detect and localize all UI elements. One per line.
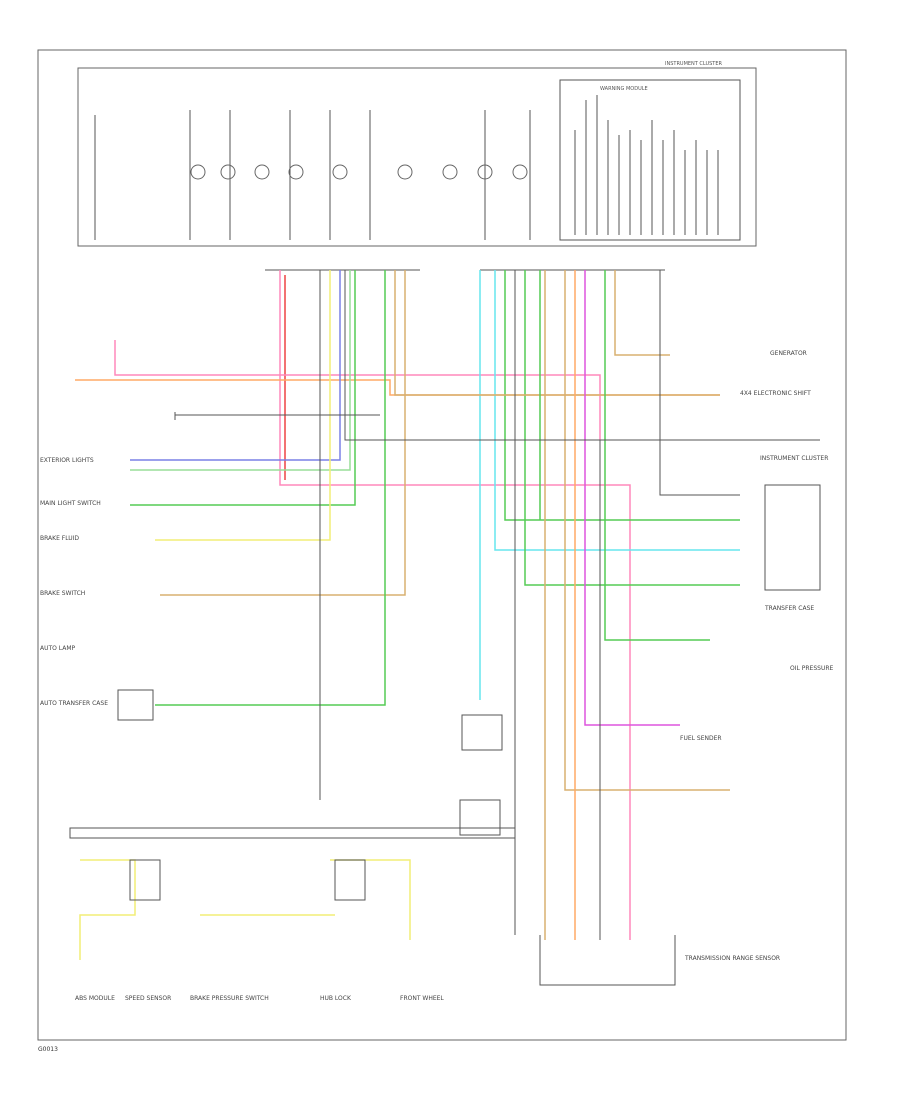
right-label-4: TRANSFER CASE <box>764 605 814 612</box>
left-label-3: BRAKE FLUID <box>40 535 79 542</box>
bottom-labels: ABS MODULE SPEED SENSOR BRAKE PRESSURE S… <box>75 995 444 1002</box>
right-labels: GENERATOR 4X4 ELECTRONIC SHIFT INSTRUMEN… <box>680 350 833 962</box>
abs-relay <box>117 689 154 721</box>
diagram-border <box>37 49 847 1041</box>
right-label-7: TRANSMISSION RANGE SENSOR <box>684 955 780 962</box>
colored-wires <box>75 270 740 960</box>
diagram-code: G0013 <box>38 1046 58 1053</box>
right-label-6: FUEL SENDER <box>680 735 722 742</box>
instrument-cluster: INSTRUMENT CLUSTER WARNING MODULE <box>77 61 757 247</box>
right-label-2: 4X4 ELECTRONIC SHIFT <box>740 390 811 397</box>
left-label-6: AUTO TRANSFER CASE <box>40 700 108 707</box>
bottom-label-4: HUB LOCK <box>320 995 352 1002</box>
right-label-5: OIL PRESSURE <box>790 665 833 672</box>
warning-module-box <box>559 79 741 241</box>
bottom-label-2: SPEED SENSOR <box>125 995 171 1002</box>
speed-sensor-box <box>461 714 503 751</box>
left-label-4: BRAKE SWITCH <box>40 590 85 597</box>
lock-box <box>129 859 161 901</box>
abs-module-box <box>69 827 516 839</box>
right-label-1: GENERATOR <box>770 350 807 357</box>
left-labels: EXTERIOR LIGHTS MAIN LIGHT SWITCH BRAKE … <box>40 457 108 707</box>
bottom-label-3: BRAKE PRESSURE SWITCH <box>190 995 269 1002</box>
warning-module-label: WARNING MODULE <box>600 86 648 92</box>
bottom-label-5: FRONT WHEEL <box>400 995 444 1002</box>
instrument-module-box <box>459 799 501 836</box>
components <box>69 484 821 901</box>
transfer-case-switch <box>764 484 821 591</box>
cluster-title: INSTRUMENT CLUSTER <box>665 61 723 67</box>
left-label-1: EXTERIOR LIGHTS <box>40 457 94 464</box>
module-box-2 <box>334 859 366 901</box>
bottom-label-1: ABS MODULE <box>75 995 115 1002</box>
left-label-2: MAIN LIGHT SWITCH <box>40 500 101 507</box>
right-label-3: INSTRUMENT CLUSTER <box>760 455 828 462</box>
ground-wires <box>174 270 820 986</box>
indicator-lamps <box>190 164 528 180</box>
left-label-5: AUTO LAMP <box>40 645 76 652</box>
